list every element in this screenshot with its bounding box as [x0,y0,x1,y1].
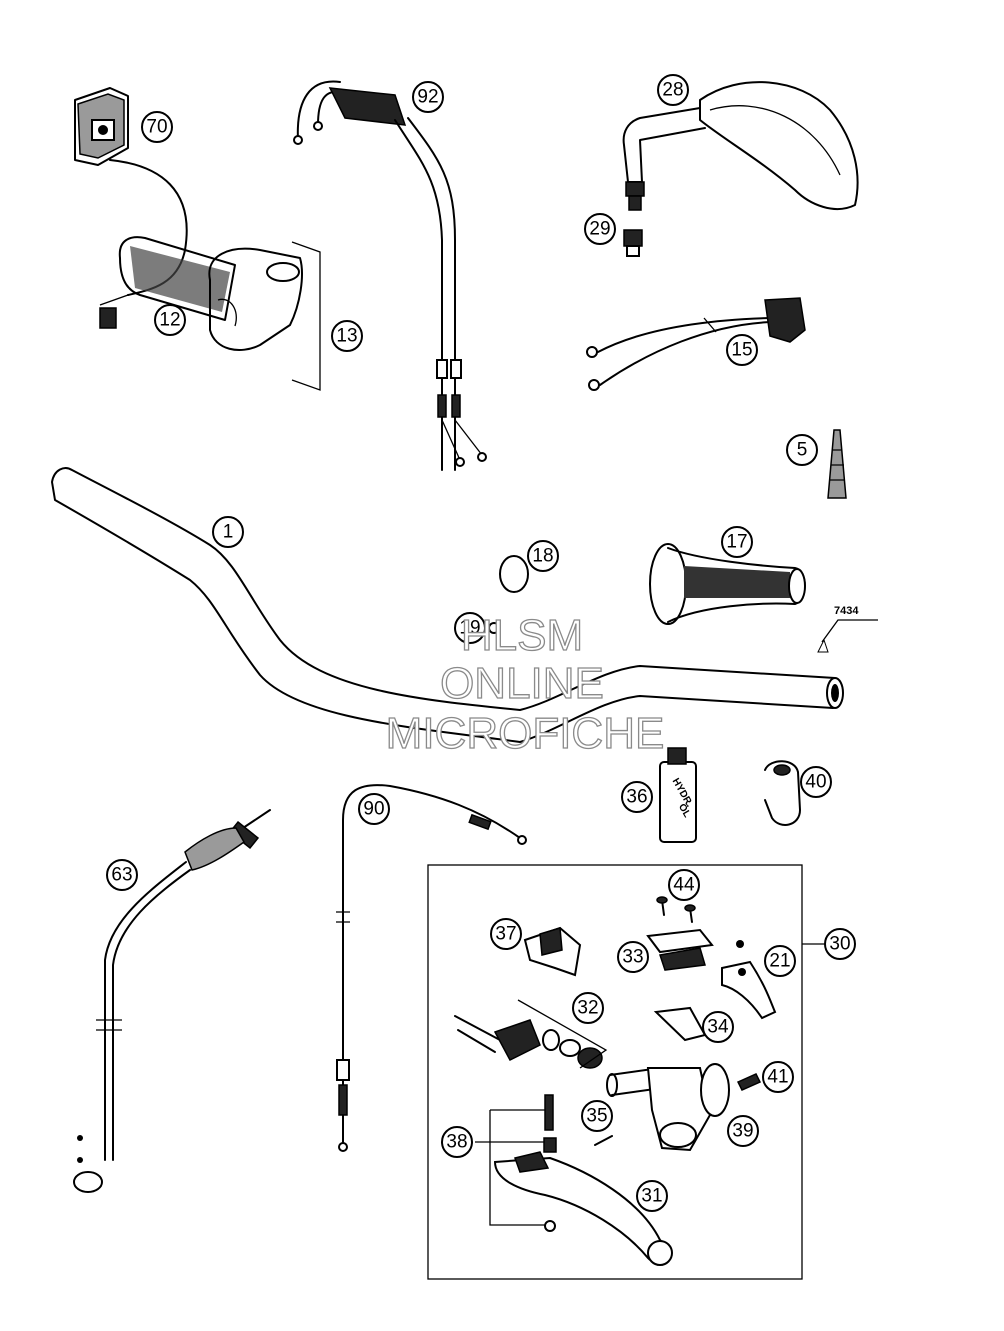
piston-32 [454,999,608,1069]
callout-38: 38 [441,1126,473,1158]
callout-63: 63 [106,859,138,891]
svg-text:35: 35 [586,1106,607,1127]
mirror [622,81,859,257]
watermark-line2: ONLINE [440,659,604,708]
svg-text:39: 39 [732,1121,753,1142]
svg-text:92: 92 [417,87,438,108]
callout-32: 32 [572,992,604,1024]
callout-37: 37 [490,918,522,950]
lever-21 [721,940,777,1020]
callout-28: 28 [657,74,689,106]
svg-text:19: 19 [459,618,480,639]
callout-34: 34 [702,1011,734,1043]
callout-12: 12 [154,304,186,336]
svg-text:63: 63 [111,865,132,886]
speedometer-cable [73,809,271,1193]
pivot-bolt-38 [475,1094,557,1232]
svg-text:17: 17 [726,532,747,553]
svg-text:36: 36 [626,787,647,808]
callout-17: 17 [721,526,753,558]
bracket-34 [653,1006,707,1042]
svg-text:12: 12 [159,310,180,331]
svg-text:40: 40 [805,772,826,793]
callout-44: 44 [668,869,700,901]
callout-90: 90 [358,793,390,825]
rubber-boot [827,429,847,499]
bracket-13 [291,241,321,391]
callout-5: 5 [786,434,818,466]
callout-18: 18 [527,540,559,572]
cover-37 [523,926,582,977]
watermark-line1: HLSM [461,611,583,660]
reference-marker: 7434 [817,605,878,653]
callout-33: 33 [617,941,649,973]
svg-text:30: 30 [829,934,850,955]
svg-text:70: 70 [146,117,167,138]
reference-code: 7434 [834,605,859,617]
callout-40: 40 [800,766,832,798]
reservoir-cap-33 [646,928,714,971]
throttle-grip [118,236,303,351]
master-cylinder-39 [606,1063,762,1152]
svg-text:41: 41 [767,1067,788,1088]
hose-clamp [499,555,529,593]
svg-text:13: 13 [336,326,357,347]
svg-text:18: 18 [532,546,553,567]
svg-text:21: 21 [769,951,790,972]
watermark: HLSM ONLINE MICROFICHE [385,610,665,758]
callout-70: 70 [141,111,173,143]
callout-31: 31 [636,1180,668,1212]
svg-text:38: 38 [446,1132,467,1153]
callout-92: 92 [412,81,444,113]
callout-15: 15 [726,334,758,366]
brake-lever-31 [493,1151,673,1266]
callout-21: 21 [764,945,796,977]
handlebar [51,467,844,743]
callout-41: 41 [762,1061,794,1093]
callout-36: 36 [621,781,653,813]
screws-44 [656,896,696,923]
spring-35 [594,1135,613,1146]
mirror-clamp [764,760,801,826]
throttle-cables [293,80,487,471]
callout-29: 29 [584,213,616,245]
svg-text:32: 32 [577,998,598,1019]
watermark-line3: MICROFICHE [386,709,665,758]
grip [649,543,806,625]
throttle-switch [74,87,188,329]
svg-text:31: 31 [641,1186,662,1207]
callout-13: 13 [331,320,363,352]
callout-19: 19 [454,612,486,644]
svg-text:1: 1 [223,522,234,543]
svg-text:29: 29 [589,219,610,240]
callout-30: 30 [824,928,856,960]
hydraulic-oil-bottle: HYDR. ÖL [659,747,697,843]
svg-text:28: 28 [662,80,683,101]
svg-text:90: 90 [363,799,384,820]
callout-35: 35 [581,1100,613,1132]
svg-text:15: 15 [731,340,752,361]
svg-text:5: 5 [797,440,808,461]
kill-switch [586,297,806,391]
svg-text:37: 37 [495,924,516,945]
nut-19 [488,622,500,634]
callout-39: 39 [727,1115,759,1147]
svg-text:44: 44 [673,875,695,896]
svg-text:34: 34 [707,1017,729,1038]
clutch-cable [336,784,527,1152]
svg-text:33: 33 [622,947,643,968]
callout-1: 1 [212,516,244,548]
brake-assembly-box [427,864,826,1280]
